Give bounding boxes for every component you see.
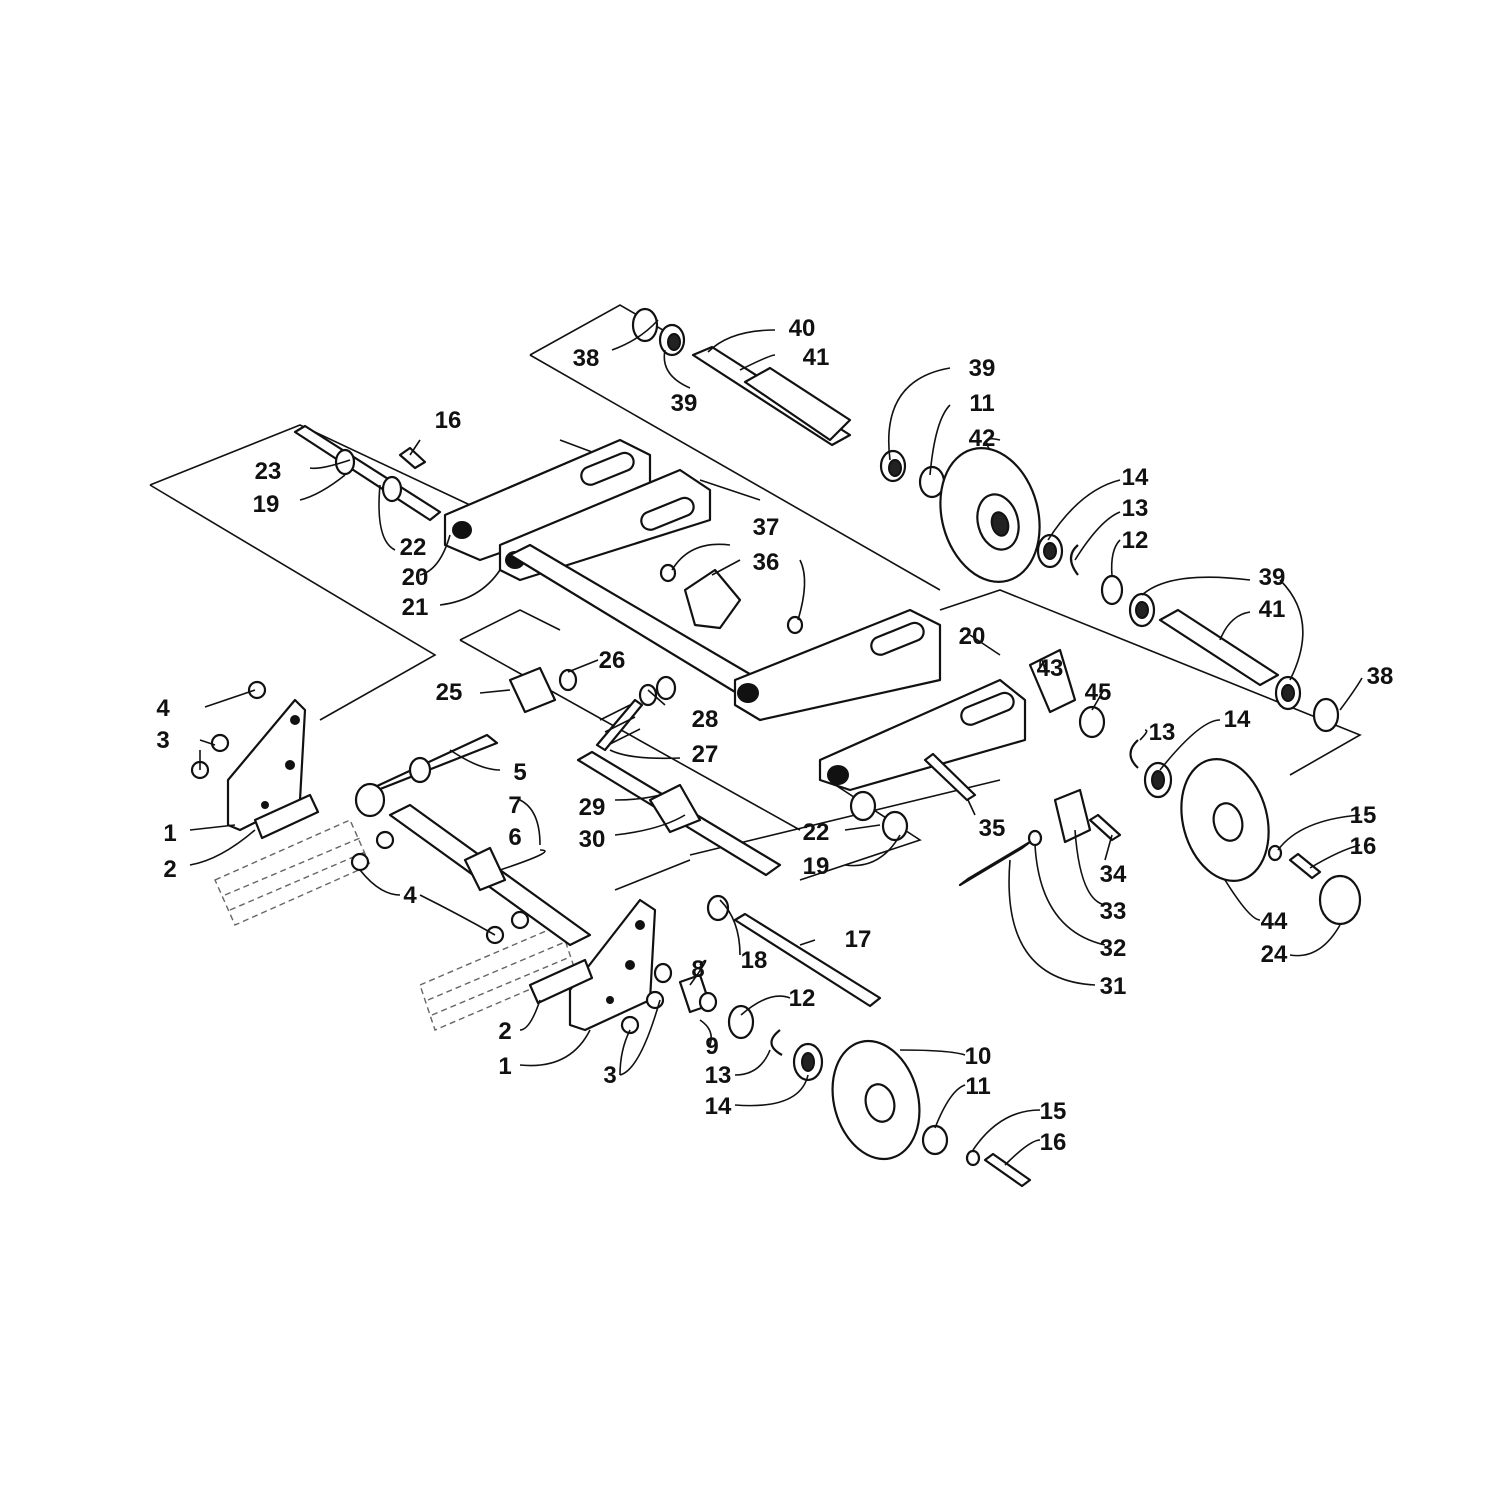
callout-23: 23: [255, 458, 282, 485]
callout-36: 36: [753, 549, 780, 576]
callout-40: 40: [789, 315, 816, 342]
callout-24: 24: [1261, 941, 1288, 968]
callout-12: 12: [789, 985, 816, 1012]
callout-3: 3: [603, 1062, 616, 1089]
swing-arm-rear-right: [733, 608, 942, 722]
callout-26: 26: [599, 647, 626, 674]
right-lower-group: [849, 648, 1362, 926]
callout-45: 45: [1085, 679, 1112, 706]
left-bracket-upper: [190, 680, 395, 872]
callout-4: 4: [403, 882, 417, 909]
callout-14: 14: [1122, 464, 1149, 491]
callout-7: 7: [508, 792, 521, 819]
callout-14: 14: [1224, 706, 1251, 733]
callout-labels: 40 41 38 39 39 11 42 16 23 19 22 20 21 1…: [156, 315, 1393, 1156]
callout-39: 39: [969, 355, 996, 382]
callout-16: 16: [1040, 1129, 1067, 1156]
track-rail-phantom: [214, 819, 576, 1031]
callout-3: 3: [156, 727, 169, 754]
callout-11: 11: [969, 390, 994, 417]
callout-13: 13: [1122, 495, 1149, 522]
callout-9: 9: [705, 1033, 718, 1060]
callout-6: 6: [508, 824, 521, 851]
pivot-pins: [293, 424, 442, 522]
callout-19: 19: [253, 491, 280, 518]
assembly-outlines: [149, 304, 1362, 891]
callout-33: 33: [1100, 898, 1127, 925]
callout-35: 35: [979, 815, 1006, 842]
callout-11: 11: [965, 1073, 990, 1100]
callout-44: 44: [1261, 908, 1288, 935]
upper-left-wheel: [939, 447, 1041, 583]
callout-18: 18: [741, 947, 768, 974]
callout-28: 28: [692, 706, 719, 733]
callout-1: 1: [498, 1053, 511, 1080]
callout-27: 27: [692, 741, 719, 768]
callout-39: 39: [671, 390, 698, 417]
callout-21: 21: [402, 594, 429, 621]
callout-8: 8: [691, 956, 704, 983]
callout-14: 14: [705, 1093, 732, 1120]
callout-16: 16: [435, 407, 462, 434]
callout-10: 10: [965, 1043, 992, 1070]
callout-16: 16: [1350, 833, 1377, 860]
callout-12: 12: [1122, 527, 1149, 554]
callout-37: 37: [753, 514, 780, 541]
callout-38: 38: [573, 345, 600, 372]
callout-38: 38: [1367, 663, 1394, 690]
lower-wheel-group: [653, 894, 1032, 1188]
leader-lines: [189, 319, 1363, 1166]
callout-19: 19: [803, 853, 830, 880]
callout-31: 31: [1100, 973, 1127, 1000]
callout-13: 13: [1149, 719, 1176, 746]
callout-22: 22: [803, 819, 830, 846]
callout-43: 43: [1037, 655, 1064, 682]
callout-34: 34: [1100, 861, 1127, 888]
callout-4: 4: [156, 695, 170, 722]
lower-axles: [354, 733, 782, 947]
swing-arm-front-right: [818, 678, 1027, 792]
left-bracket-lower: [485, 898, 665, 1035]
callout-41: 41: [1259, 596, 1286, 623]
callout-42: 42: [969, 425, 996, 452]
callout-1: 1: [163, 820, 176, 847]
callout-32: 32: [1100, 935, 1127, 962]
callout-20: 20: [959, 623, 986, 650]
callout-39: 39: [1259, 564, 1286, 591]
callout-15: 15: [1040, 1098, 1067, 1125]
callout-5: 5: [513, 759, 526, 786]
callout-15: 15: [1350, 802, 1377, 829]
callout-2: 2: [163, 856, 176, 883]
callout-17: 17: [845, 926, 872, 953]
callout-2: 2: [498, 1018, 511, 1045]
callout-41: 41: [803, 344, 830, 371]
callout-13: 13: [705, 1062, 732, 1089]
callout-30: 30: [579, 826, 606, 853]
callout-22: 22: [400, 534, 427, 561]
spring-assembly: [508, 563, 804, 752]
upper-right-bearing-set: [1036, 533, 1340, 733]
callout-20: 20: [402, 564, 429, 591]
callout-25: 25: [436, 679, 463, 706]
callout-29: 29: [579, 794, 606, 821]
